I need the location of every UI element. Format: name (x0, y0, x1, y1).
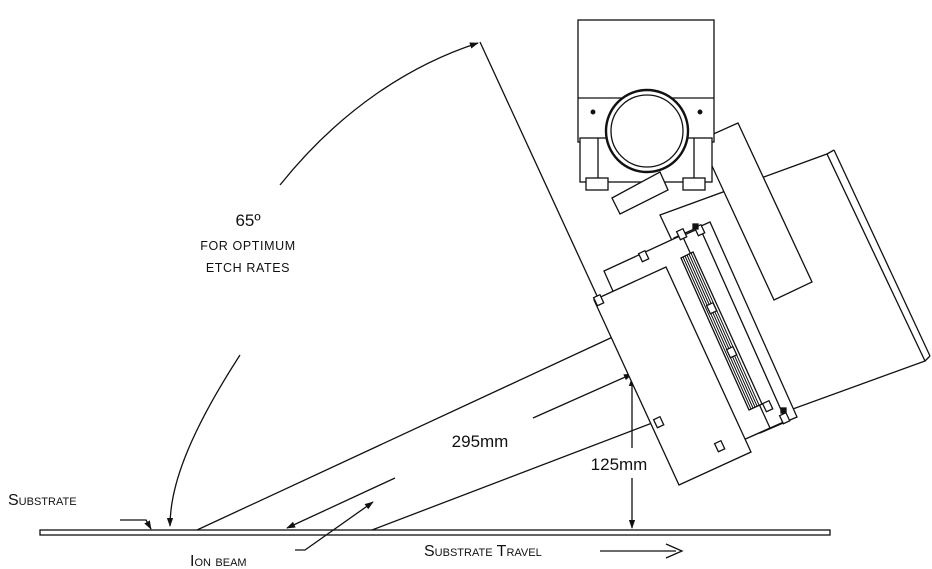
travel-arrowhead (665, 543, 684, 559)
clamp-screw-left (590, 109, 596, 115)
clamp-wedge (611, 171, 669, 215)
angle-note-line2: etch rates (206, 261, 290, 275)
clamp-foot-right (682, 177, 706, 191)
beam-edge-upper (196, 334, 618, 531)
ion-source-assembly (577, 19, 931, 486)
rear-housing-edge-2 (833, 149, 931, 357)
beam-length-label: 295mm (452, 432, 509, 451)
substrate-label: Substrate (8, 492, 77, 509)
height-label: 125mm (591, 455, 648, 474)
substrate-travel-label: Substrate Travel (424, 543, 542, 560)
clamp-screw-right (697, 109, 703, 115)
clamp-tube-outer (604, 88, 690, 174)
angle-arc-upper (279, 42, 479, 186)
discharge-chamber (593, 266, 752, 486)
dark-bolt-heads (692, 223, 787, 414)
rear-housing-edge (826, 149, 835, 155)
flange-bolts (592, 223, 791, 453)
grid-lines (682, 252, 760, 410)
substrate-leader (120, 519, 152, 530)
angle-note-line1: for optimum (200, 239, 295, 253)
clamp-tube-inner (610, 94, 684, 168)
clamp-bracket (577, 19, 715, 215)
ion-beam-leader (295, 501, 374, 551)
angle-arc (166, 354, 241, 527)
mount-bar (699, 122, 813, 301)
angle-value-label: 65º (235, 211, 260, 230)
dim-295-lower (286, 477, 396, 529)
dim-295-upper (532, 373, 633, 419)
beam-edge-lower (371, 419, 661, 531)
clamp-foot-left (585, 177, 609, 191)
ion-beam-label: Ion beam (190, 553, 247, 569)
rear-housing-edge-3 (924, 355, 931, 362)
substrate-plate (39, 529, 831, 536)
